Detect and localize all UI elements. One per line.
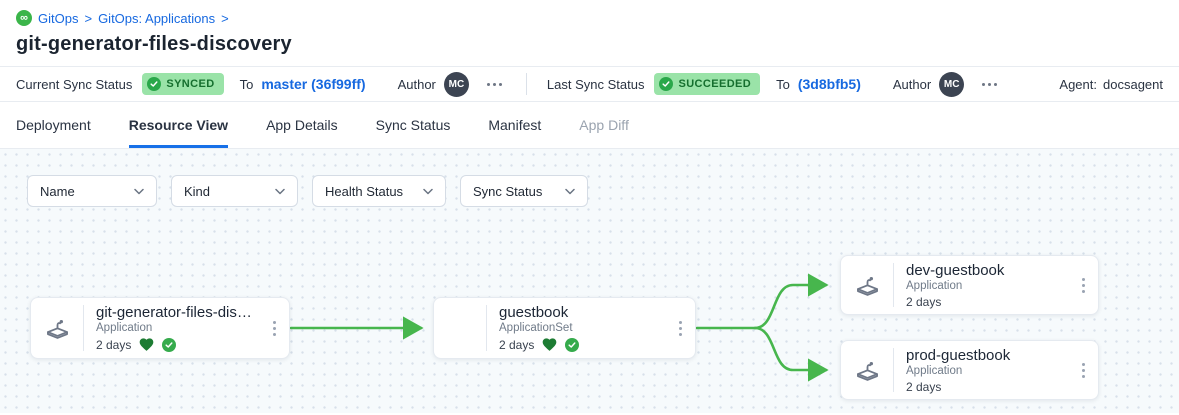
graph-node-git-generator-files-discovery[interactable]: git-generator-files-disco... Application… — [30, 297, 290, 359]
sync-check-icon — [162, 337, 177, 352]
divider — [893, 263, 894, 307]
graph-node-guestbook[interactable]: guestbook ApplicationSet 2 days — [433, 297, 696, 359]
breadcrumb-link-applications[interactable]: GitOps: Applications — [98, 10, 216, 26]
kebab-menu-icon[interactable] — [259, 298, 289, 358]
filter-label: Kind — [184, 183, 211, 199]
filter-name[interactable]: Name — [27, 175, 157, 207]
node-age: 2 days — [906, 294, 942, 309]
tab-app-diff: App Diff — [579, 117, 629, 133]
application-icon — [856, 361, 878, 381]
breadcrumb-separator: > — [84, 10, 93, 26]
application-icon — [856, 276, 878, 296]
node-age: 2 days — [499, 337, 535, 352]
tab-sync-status[interactable]: Sync Status — [375, 117, 451, 133]
divider — [83, 305, 84, 351]
agent-value: docsagent — [1103, 76, 1163, 92]
gitops-logo-icon: ∞ — [16, 10, 32, 26]
chevron-down-icon — [134, 188, 144, 194]
node-kind: Application — [96, 322, 153, 334]
node-kind: ApplicationSet — [499, 322, 573, 334]
kebab-menu-icon[interactable] — [665, 298, 695, 358]
graph-node-prod-guestbook[interactable]: prod-guestbook Application 2 days — [840, 340, 1099, 400]
kebab-menu-icon[interactable] — [1068, 256, 1098, 314]
author-label: Author — [397, 76, 436, 92]
badge-label: SUCCEEDED — [678, 78, 752, 90]
breadcrumb: ∞ GitOps > GitOps: Applications > — [16, 10, 1163, 26]
status-bar: Current Sync Status SYNCED To master (36… — [0, 66, 1179, 102]
tab-app-details[interactable]: App Details — [266, 117, 338, 133]
last-sync-status-label: Last Sync Status — [546, 76, 645, 92]
badge-label: SYNCED — [166, 78, 215, 90]
filter-label: Sync Status — [473, 183, 543, 199]
node-age: 2 days — [96, 337, 132, 352]
chevron-down-icon — [275, 188, 285, 194]
filter-label: Health Status — [325, 183, 404, 199]
current-sync-status-label: Current Sync Status — [16, 76, 133, 92]
filter-bar: Name Kind Health Status Sync Status — [27, 175, 588, 207]
health-heart-icon — [140, 338, 154, 351]
graph-node-dev-guestbook[interactable]: dev-guestbook Application 2 days — [840, 255, 1099, 315]
tab-bar: Deployment Resource View App Details Syn… — [0, 102, 1179, 149]
tab-manifest[interactable]: Manifest — [488, 117, 542, 133]
filter-health-status[interactable]: Health Status — [312, 175, 446, 207]
kebab-menu-icon[interactable] — [1068, 341, 1098, 399]
current-revision-link[interactable]: master (36f99ff) — [261, 76, 366, 92]
node-title: git-generator-files-disco... — [96, 304, 255, 321]
last-revision-link[interactable]: (3d8bfb5) — [797, 76, 861, 92]
current-sync-status-badge: SYNCED — [142, 73, 224, 95]
to-label: To — [239, 76, 254, 92]
divider — [486, 305, 487, 351]
filter-label: Name — [40, 183, 75, 199]
breadcrumb-separator: > — [221, 10, 229, 26]
page-title: git-generator-files-discovery — [16, 33, 292, 55]
ellipsis-menu-icon[interactable] — [483, 79, 506, 90]
badge-check-icon — [659, 77, 674, 91]
node-title: dev-guestbook — [906, 261, 1005, 279]
node-kind: Application — [906, 364, 963, 377]
tab-deployment[interactable]: Deployment — [16, 117, 91, 133]
resource-graph-canvas: Name Kind Health Status Sync Status — [0, 149, 1179, 413]
node-kind: Application — [906, 279, 963, 292]
divider — [525, 73, 527, 95]
sync-check-icon — [565, 337, 580, 352]
author-label: Author — [892, 76, 932, 92]
node-age: 2 days — [906, 379, 942, 394]
page-header: ∞ GitOps > GitOps: Applications > git-ge… — [0, 0, 1179, 66]
chevron-down-icon — [565, 188, 575, 194]
ellipsis-menu-icon[interactable] — [978, 79, 1001, 90]
node-title: guestbook — [499, 304, 569, 321]
chevron-down-icon — [423, 188, 433, 194]
tab-resource-view[interactable]: Resource View — [128, 102, 229, 148]
breadcrumb-link-gitops[interactable]: GitOps — [38, 10, 79, 26]
filter-kind[interactable]: Kind — [171, 175, 298, 207]
node-title: prod-guestbook — [906, 346, 1011, 364]
application-icon — [46, 319, 68, 339]
author-avatar[interactable]: MC — [443, 71, 469, 97]
agent-info: Agent: docsagent — [1059, 77, 1163, 92]
divider — [893, 348, 894, 392]
health-heart-icon — [543, 338, 557, 351]
last-sync-status-badge: SUCCEEDED — [654, 73, 761, 95]
filter-sync-status[interactable]: Sync Status — [460, 175, 588, 207]
author-avatar[interactable]: MC — [939, 71, 965, 97]
badge-check-icon — [147, 77, 162, 91]
agent-label: Agent: — [1059, 76, 1097, 92]
to-label: To — [776, 76, 790, 92]
